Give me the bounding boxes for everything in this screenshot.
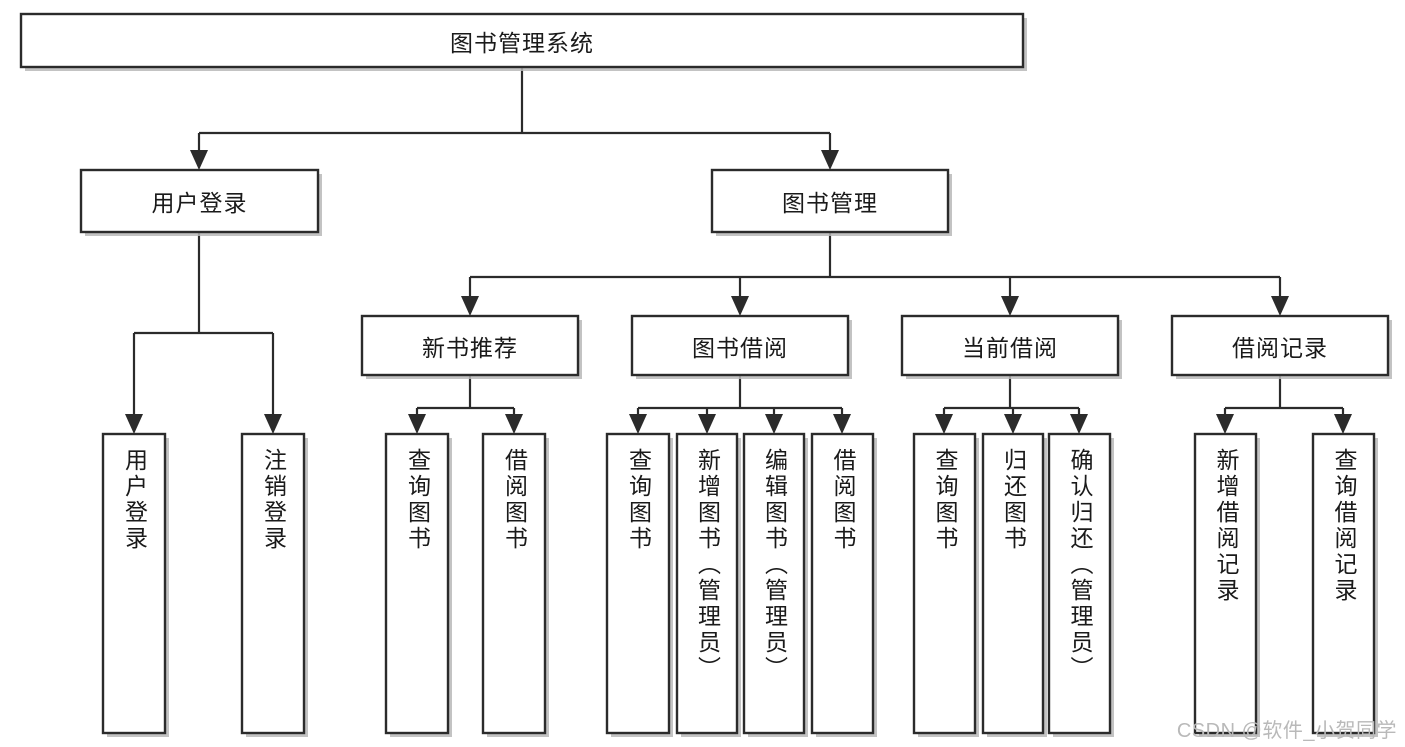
connector-arrow-icon xyxy=(1216,414,1234,434)
connector-arrow-icon xyxy=(698,414,716,434)
connector-userlogin-to-leaves xyxy=(125,232,282,434)
connector-newbook-to-leaves xyxy=(408,375,523,434)
node-leaf-user-logout[interactable] xyxy=(240,432,306,735)
connector-arrow-icon xyxy=(264,414,282,434)
node-box-layer xyxy=(19,12,1392,737)
node-borrow-record[interactable] xyxy=(1170,314,1390,377)
connector-currentborrow-to-leaves xyxy=(935,375,1088,434)
node-leaf-borrow-query-book[interactable] xyxy=(605,432,671,735)
node-root[interactable] xyxy=(19,12,1025,69)
node-leaf-borrow-add-book[interactable] xyxy=(675,432,739,735)
node-leaf-current-confirm-return[interactable] xyxy=(1047,432,1112,735)
connector-layer xyxy=(125,67,1352,434)
connector-arrow-icon xyxy=(731,296,749,316)
connector-arrow-icon xyxy=(1334,414,1352,434)
connector-arrow-icon xyxy=(821,150,839,170)
node-user-login[interactable] xyxy=(79,168,320,234)
connector-arrow-icon xyxy=(461,296,479,316)
connector-borrowrecord-to-leaves xyxy=(1216,375,1352,434)
connector-arrow-icon xyxy=(505,414,523,434)
connector-arrow-icon xyxy=(629,414,647,434)
connector-root-to-level2 xyxy=(190,67,839,170)
connector-arrow-icon xyxy=(833,414,851,434)
node-leaf-borrow-edit-book[interactable] xyxy=(742,432,806,735)
node-new-book-rec[interactable] xyxy=(360,314,580,377)
node-leaf-record-query[interactable] xyxy=(1311,432,1376,735)
connector-bookmanage-to-level3 xyxy=(461,232,1289,316)
node-book-manage[interactable] xyxy=(710,168,950,234)
node-leaf-rec-borrow-book[interactable] xyxy=(481,432,547,735)
node-leaf-rec-query-book[interactable] xyxy=(384,432,450,735)
connector-bookborrow-to-leaves xyxy=(629,375,851,434)
connector-arrow-icon xyxy=(935,414,953,434)
node-leaf-record-add[interactable] xyxy=(1193,432,1258,735)
connector-arrow-icon xyxy=(765,414,783,434)
connector-arrow-icon xyxy=(1004,414,1022,434)
connector-arrow-icon xyxy=(1001,296,1019,316)
node-leaf-borrow-borrow-book[interactable] xyxy=(810,432,875,735)
connector-arrow-icon xyxy=(190,150,208,170)
connector-arrow-icon xyxy=(1070,414,1088,434)
node-leaf-current-query-book[interactable] xyxy=(912,432,977,735)
node-leaf-current-return-book[interactable] xyxy=(981,432,1045,735)
node-leaf-user-login[interactable] xyxy=(101,432,167,735)
node-book-borrow[interactable] xyxy=(630,314,850,377)
connector-arrow-icon xyxy=(1271,296,1289,316)
node-current-borrow[interactable] xyxy=(900,314,1120,377)
connector-arrow-icon xyxy=(125,414,143,434)
connector-arrow-icon xyxy=(408,414,426,434)
